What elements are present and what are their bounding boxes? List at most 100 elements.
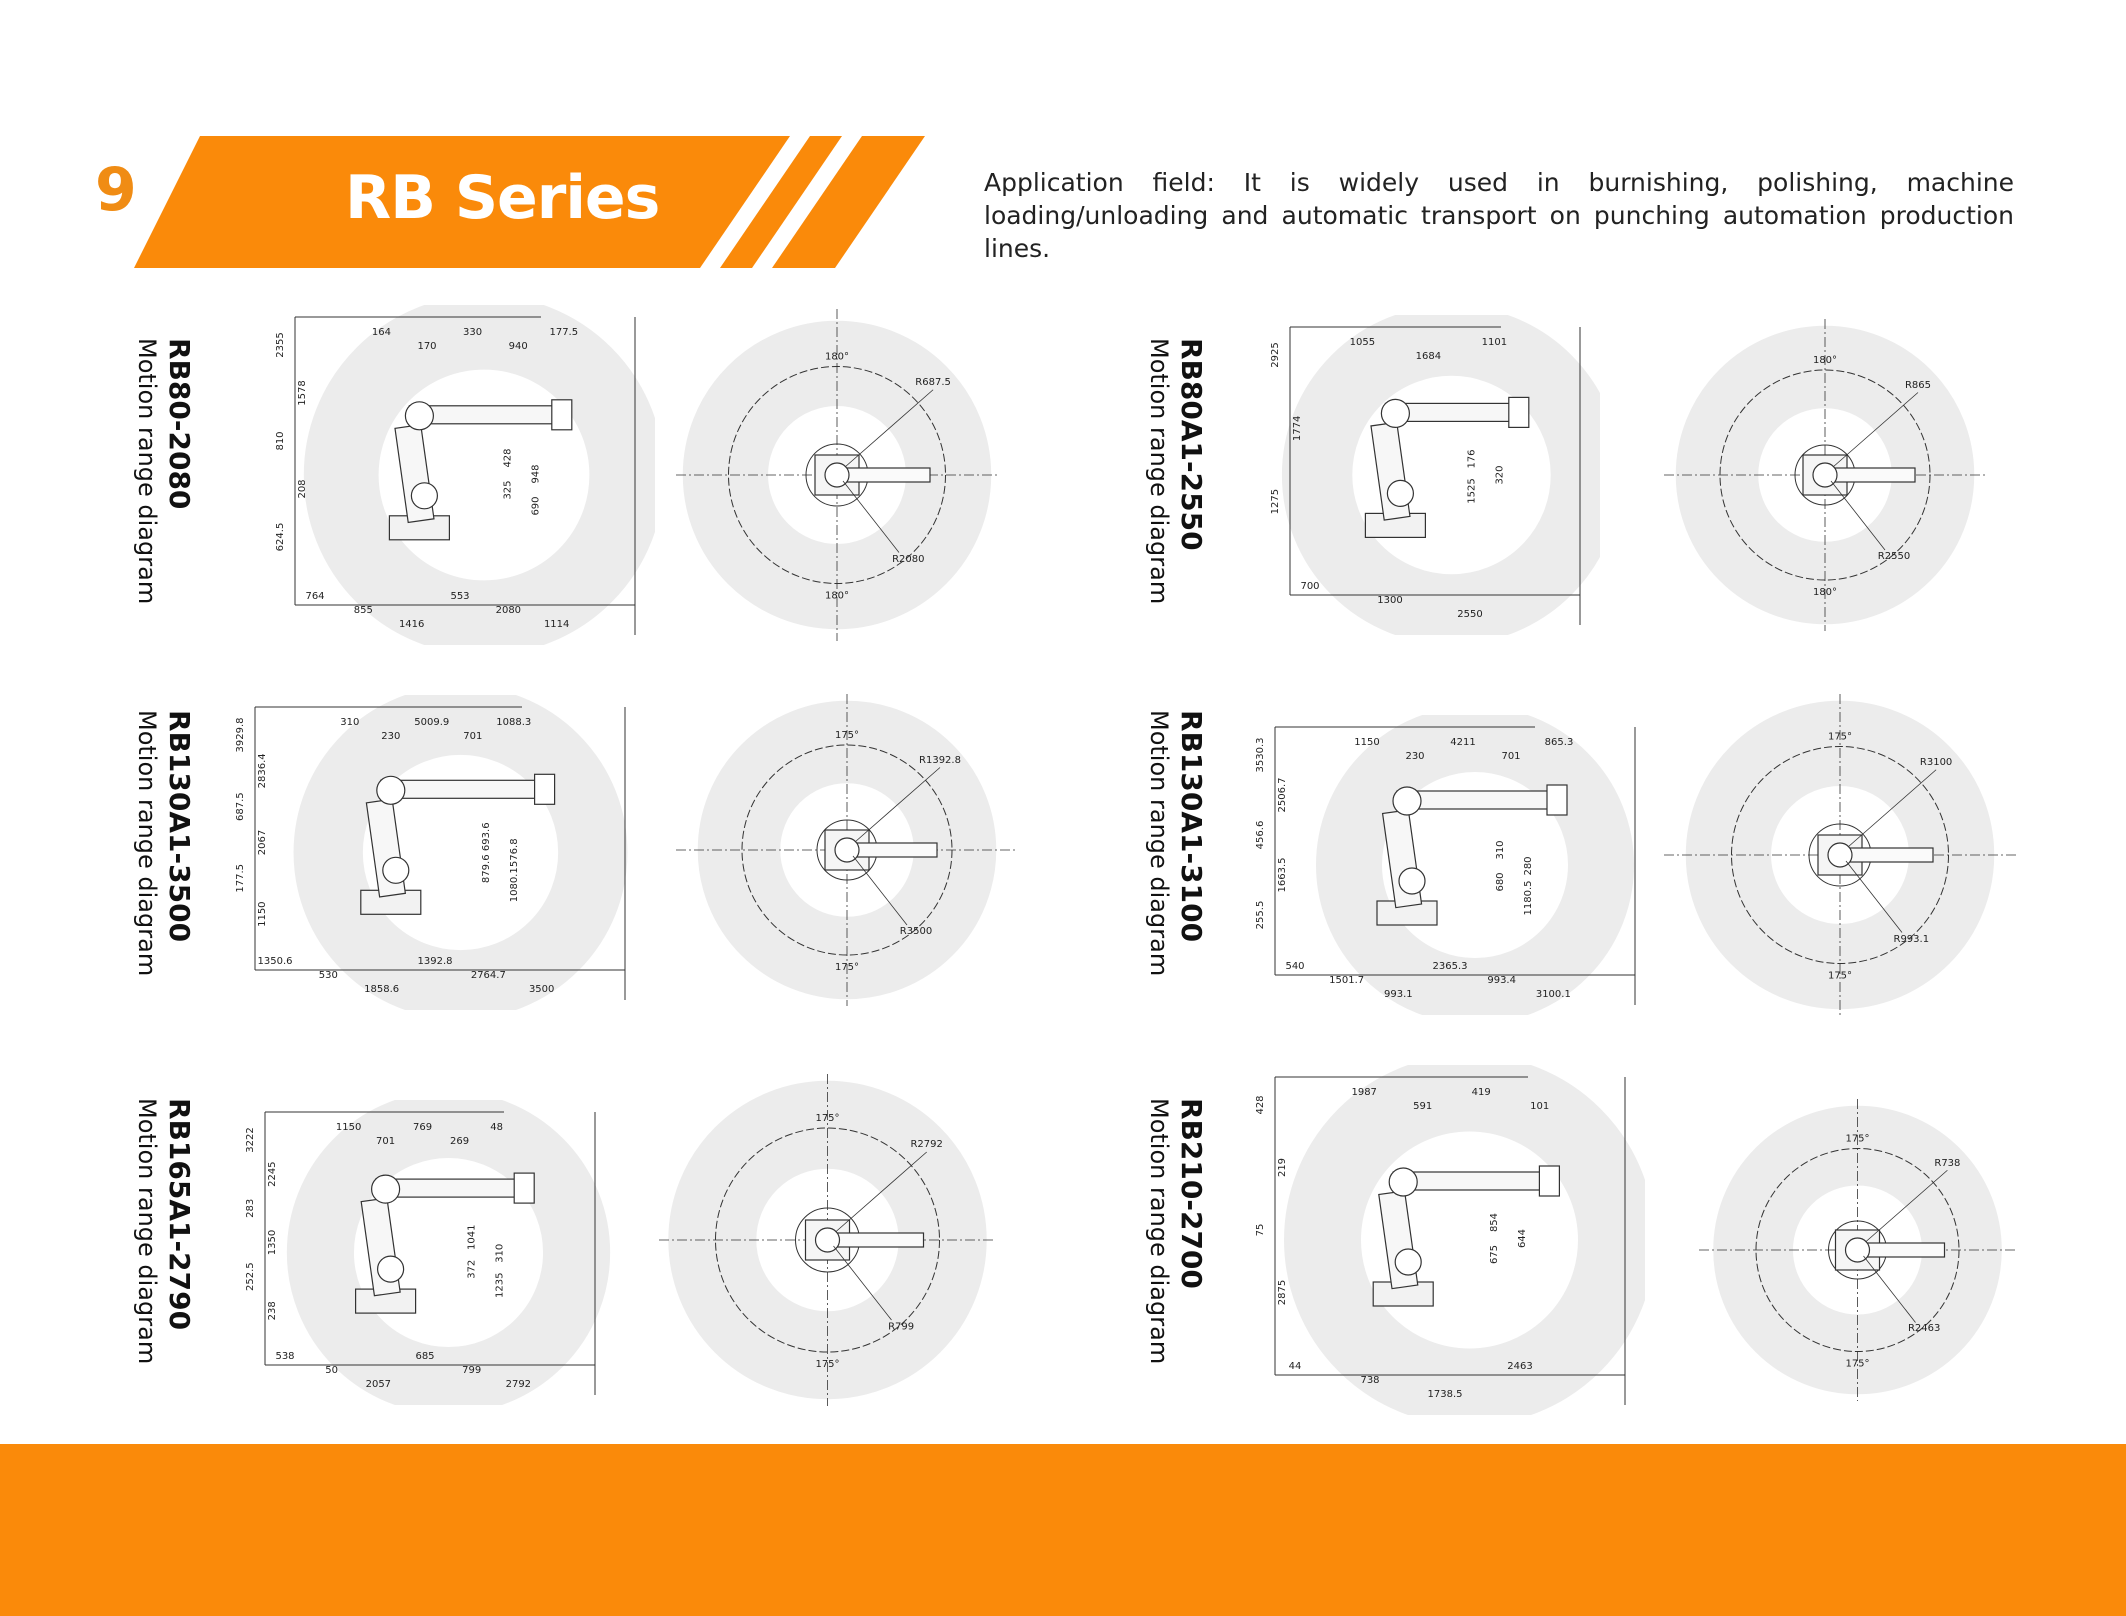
dimension-label: 320: [1495, 465, 1506, 484]
watermark-disc: [1675, 325, 1975, 625]
dimension-label: 3929.8: [235, 718, 246, 753]
dimension-label: 865.3: [1545, 737, 1574, 748]
radius-leader: [854, 767, 941, 843]
dimension-label: 769: [413, 1122, 432, 1133]
dimension-label: 1300: [1377, 595, 1402, 606]
dimension-label: 2836.4: [257, 753, 268, 788]
dimension-label: 1501.7: [1329, 975, 1364, 986]
dimension-label: 456.6: [1255, 821, 1266, 850]
radius-leader: [1865, 1169, 1948, 1243]
robot-wrist: [1508, 396, 1530, 429]
dimension-label: 1987: [1351, 1087, 1376, 1098]
robot-joint: [1386, 479, 1414, 507]
dimension-label: 2550: [1457, 609, 1482, 620]
dimension-label: 44: [1289, 1361, 1302, 1372]
motion-range-subtitle: Motion range diagram: [1145, 338, 1173, 605]
footer-bar: [0, 1444, 2126, 1616]
dimension-label: 4211: [1450, 737, 1475, 748]
dimension-label: 310: [1495, 840, 1506, 859]
motion-range-subtitle: Motion range diagram: [1145, 1098, 1173, 1365]
dimension-label: 1055: [1350, 337, 1375, 348]
dimension-label: 701: [463, 731, 482, 742]
robot-joint: [404, 401, 434, 431]
page-number: 9: [95, 155, 137, 225]
watermark-swirl: [1281, 315, 1600, 635]
dimension-label: 540: [1285, 961, 1304, 972]
model-label: RB130A1-3500 Motion range diagram: [132, 710, 196, 976]
dimension-label: 879.6: [481, 854, 492, 883]
dimension-label: 177.5: [549, 327, 578, 338]
dimension-label: 3530.3: [1255, 738, 1266, 773]
dimension-label: R865: [1905, 380, 1931, 391]
side-view-diagram: 23551578810208624.5164170330940177.54289…: [275, 305, 655, 645]
dimension-label: 180°: [1813, 355, 1837, 366]
robot-arm-top: [1824, 467, 1916, 483]
motion-range-subtitle: Motion range diagram: [133, 1098, 161, 1365]
model-name: RB80-2080: [163, 338, 196, 510]
dimension-label: R3500: [900, 926, 932, 937]
radius-leader: [1847, 769, 1937, 848]
robot-wrist: [534, 773, 556, 805]
dimension-label: 1041: [466, 1225, 477, 1250]
dimension-label: 799: [462, 1365, 481, 1376]
side-view-diagram: 4282197528751987591419101854644675447381…: [1255, 1065, 1645, 1415]
dimension-label: 1150: [336, 1122, 361, 1133]
dimension-label: 693.6: [481, 822, 492, 851]
dimension-label: 5009.9: [414, 717, 449, 728]
dimension-label: 700: [1300, 581, 1319, 592]
radius-leader: [833, 1245, 892, 1321]
dimension-label: 993.1: [1384, 989, 1413, 1000]
dimension-label: 1684: [1416, 351, 1441, 362]
model-label: RB165A1-2790 Motion range diagram: [132, 1098, 196, 1364]
watermark-swirl: [293, 695, 628, 1010]
model-name: RB130A1-3100: [1175, 710, 1208, 943]
radius-leader: [1832, 392, 1919, 468]
dimension-label: 1088.3: [496, 717, 531, 728]
radius-leader: [852, 855, 908, 926]
motion-range-subtitle: Motion range diagram: [133, 710, 161, 977]
robot-joint: [410, 482, 438, 510]
robot-joint: [1380, 398, 1411, 429]
dimension-label: R2463: [1908, 1323, 1940, 1334]
dimension-label: 1114: [544, 619, 569, 630]
dimension-label: 230: [1405, 751, 1424, 762]
radius-leader: [844, 389, 934, 468]
robot-arm-top: [1839, 847, 1934, 863]
model-label: RB80A1-2550 Motion range diagram: [1144, 338, 1208, 604]
model-name: RB165A1-2790: [163, 1098, 196, 1331]
model-name: RB130A1-3500: [163, 710, 196, 943]
dimension-label: 1416: [399, 619, 424, 630]
dimension-label: 1525: [1467, 478, 1478, 503]
dimension-label: 2792: [506, 1379, 531, 1390]
dimension-label: 993.4: [1487, 975, 1516, 986]
dimension-label: 175°: [1845, 1134, 1869, 1145]
side-view-diagram: 3530.32506.7456.61663.5255.5115023042117…: [1255, 715, 1636, 1015]
dimension-label: 764: [305, 591, 324, 602]
robot-wrist: [1538, 1165, 1560, 1197]
dimension-label: R799: [888, 1322, 914, 1333]
robot-joint: [382, 856, 410, 884]
dimension-label: 3222: [245, 1127, 256, 1152]
dimension-label: 1392.8: [418, 956, 453, 967]
dimension-label: 252.5: [245, 1262, 256, 1291]
robot-joint: [371, 1174, 401, 1204]
dimension-label: 180°: [825, 591, 849, 602]
dimension-label: 553: [450, 591, 469, 602]
side-view-diagram: 2925177412751055168411011763201525700130…: [1270, 315, 1600, 635]
dimension-label: R687.5: [915, 377, 951, 388]
dimension-label: 680: [1495, 872, 1506, 891]
dimension-label: 1774: [1292, 416, 1303, 441]
robot-joint: [377, 1255, 405, 1283]
reach-circle: [715, 1127, 940, 1353]
side-view-diagram: 322222452831350252.523811507017692694810…: [245, 1100, 611, 1405]
watermark-swirl: [303, 305, 655, 645]
dimension-label: 180°: [825, 351, 849, 362]
dimension-label: 101: [1530, 1101, 1549, 1112]
dimension-label: 810: [275, 431, 286, 450]
dimension-label: 738: [1360, 1375, 1379, 1386]
dimension-label: R1392.8: [919, 755, 961, 766]
